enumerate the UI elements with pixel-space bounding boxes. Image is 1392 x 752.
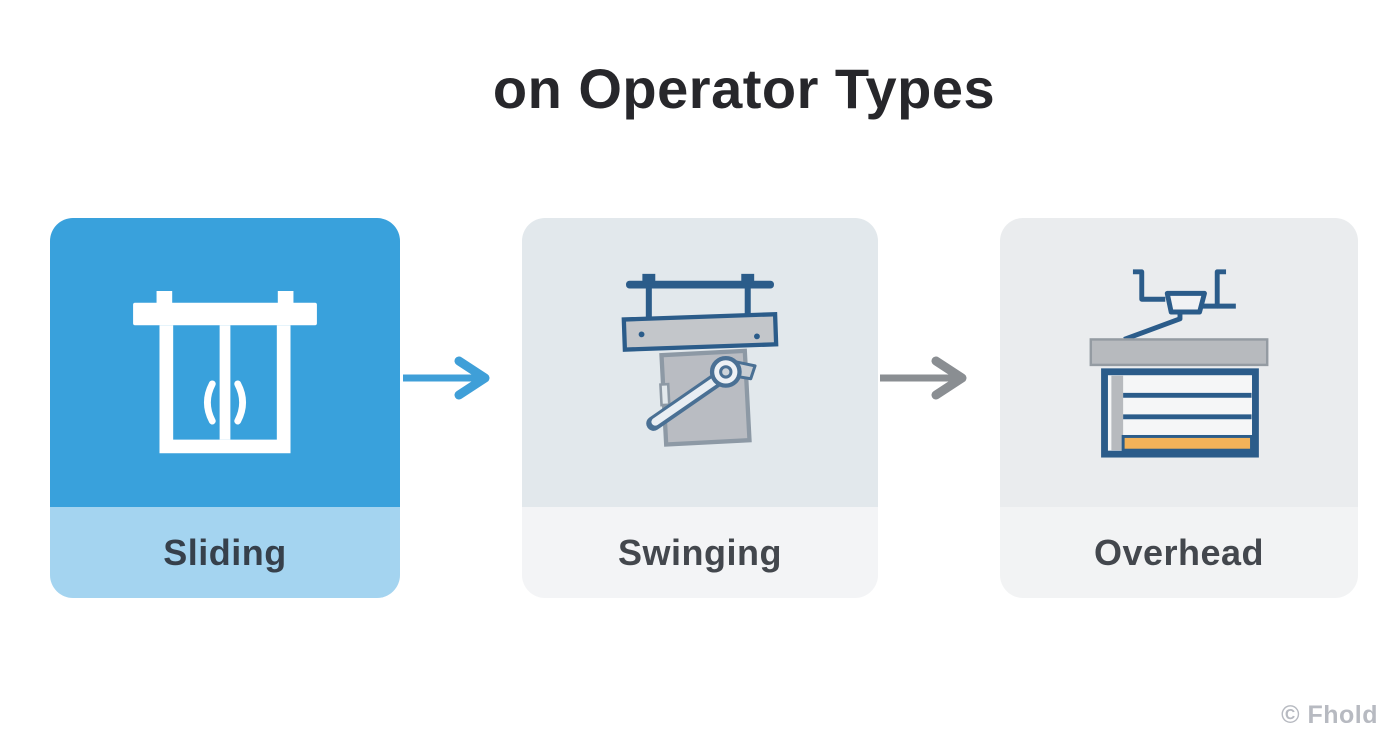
arrow-right-icon — [403, 356, 490, 400]
card-overhead-footer: Overhead — [1000, 507, 1358, 598]
sliding-door-icon — [133, 290, 317, 453]
card-swinging-footer: Swinging — [522, 507, 878, 598]
card-sliding-label: Sliding — [163, 531, 287, 573]
card-sliding-footer: Sliding — [50, 507, 400, 598]
arrow-right-icon — [880, 356, 967, 400]
overhead-door-operator-icon — [1089, 268, 1269, 458]
page-title: on Operator Types — [492, 57, 996, 120]
card-overhead: Overhead — [1000, 218, 1358, 598]
card-swinging-label: Swinging — [618, 531, 782, 573]
card-sliding-body — [50, 218, 400, 507]
card-sliding: Sliding — [50, 218, 400, 598]
card-swinging: Swinging — [522, 218, 878, 598]
card-overhead-body — [1000, 218, 1358, 507]
card-overhead-label: Overhead — [1093, 531, 1265, 573]
card-swinging-body — [522, 218, 878, 507]
watermark: © Fhold — [1281, 701, 1378, 729]
swinging-door-operator-icon — [621, 273, 779, 447]
